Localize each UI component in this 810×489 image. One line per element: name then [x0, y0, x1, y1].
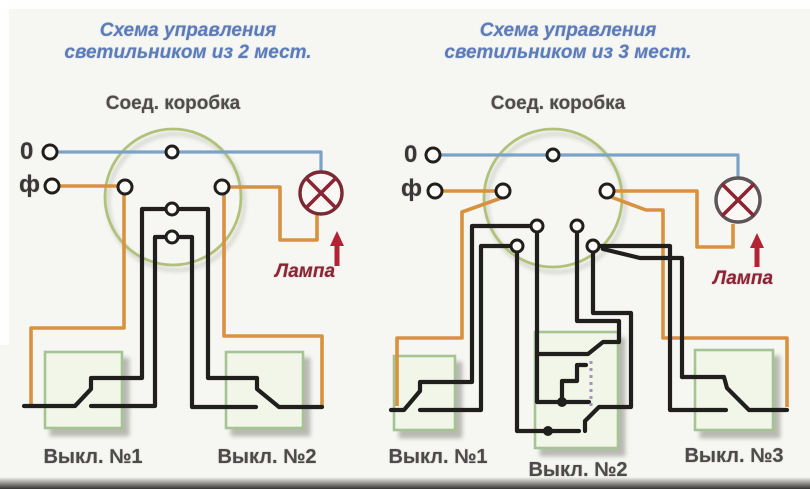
right-neutral-label: 0 — [404, 141, 418, 168]
left-neutral-wire — [58, 150, 323, 173]
left-lamp-arrow-icon — [330, 231, 344, 266]
left-switch2-label: Выкл. №2 — [217, 446, 317, 468]
crossover-junction-dots — [543, 397, 567, 436]
left-switch1-box — [43, 350, 124, 430]
left-lamp-icon — [298, 170, 344, 216]
right-lamp-label: Лампа — [712, 268, 774, 289]
left-phase-label: ф — [19, 171, 40, 198]
right-neutral-wire — [440, 153, 740, 179]
left-terminals — [41, 143, 231, 245]
right-diagram-title: Схема управления светильником из 3 мест. — [444, 20, 691, 64]
left-title-line2: светильником из 2 мест. — [64, 42, 312, 63]
right-title-line2: светильником из 3 мест. — [444, 42, 692, 63]
right-switched-wires — [388, 223, 790, 434]
left-switch1-label: Выкл. №1 — [43, 446, 143, 468]
frame-edge-left — [0, 0, 9, 345]
right-lamp-icon — [714, 176, 762, 224]
right-lamp-arrow-icon — [750, 233, 764, 267]
right-switch3-box — [693, 348, 775, 432]
left-lamp-label: Лампа — [274, 261, 336, 282]
right-switch1-label: Выкл. №1 — [388, 446, 488, 468]
right-phase-wires — [395, 189, 789, 407]
right-terminals — [424, 146, 616, 254]
right-phase-label: ф — [401, 175, 422, 202]
right-switch3-label: Выкл. №3 — [684, 445, 784, 467]
left-junction-box-circle — [103, 127, 243, 267]
right-junction-box-circle — [482, 127, 624, 269]
frame-edge-top — [0, 0, 810, 9]
right-junction-box-label: Соед. коробка — [490, 93, 626, 114]
left-diagram-title: Схема управления светильником из 2 мест. — [64, 20, 311, 64]
right-switch2-label: Выкл. №2 — [528, 459, 628, 481]
right-switch1-box — [392, 354, 457, 432]
left-title-line1: Схема управления — [99, 20, 277, 41]
left-phase-wires — [29, 184, 324, 406]
right-title-line1: Схема управления — [479, 20, 657, 41]
frame-edge-bottom — [0, 477, 810, 489]
left-junction-box-label: Соед. коробка — [105, 93, 241, 114]
left-neutral-label: 0 — [20, 138, 34, 165]
left-switch2-box — [224, 350, 305, 430]
